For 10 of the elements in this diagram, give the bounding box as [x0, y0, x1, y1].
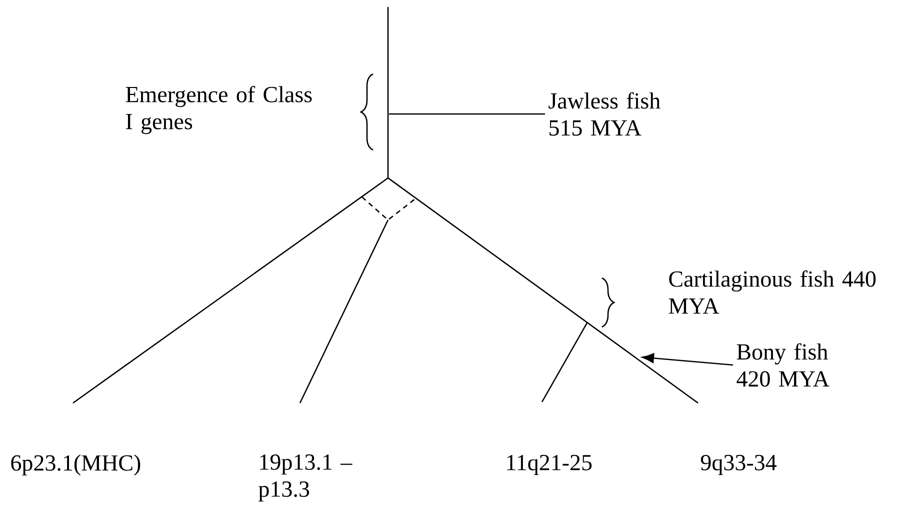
arrow: [642, 353, 734, 366]
branch-label: Jawless fish 515 MYA: [548, 92, 660, 136]
text-label: 19p13.1 – p13.3: [258, 454, 352, 502]
text-label: Cartilaginous fish 440 MYA: [668, 270, 876, 314]
leader-line: [389, 113, 545, 115]
text-label: Emergence of Class I genes: [126, 86, 312, 134]
text-label: 9q33-34: [700, 454, 776, 476]
branch-label: Bony fish 420 MYA: [736, 343, 830, 387]
text-label: 11q21-25: [507, 454, 592, 476]
text-label: 6p23.1(MHC): [11, 454, 140, 476]
